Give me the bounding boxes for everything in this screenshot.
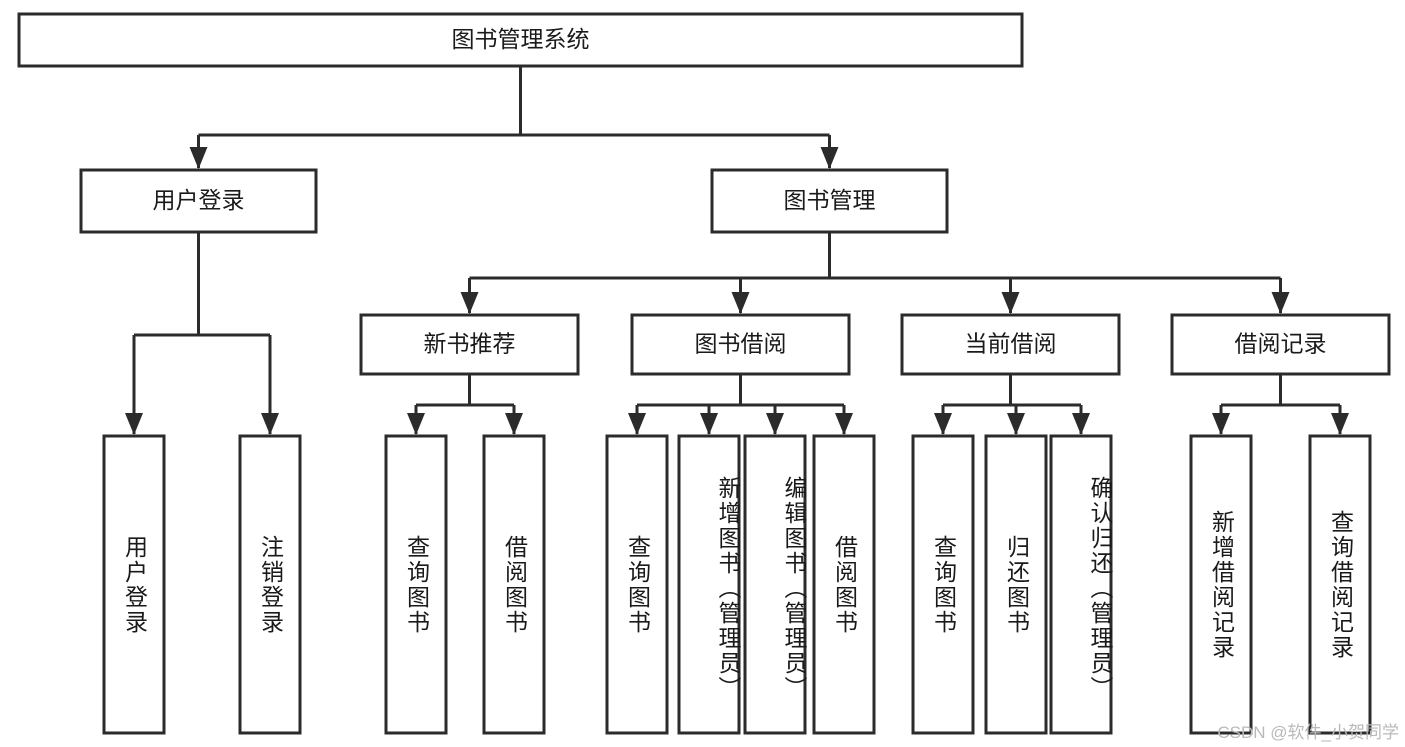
node-box-leaf-7[interactable]	[812, 434, 876, 735]
node-box-level3-0[interactable]	[359, 313, 580, 376]
arrow-head	[1271, 292, 1290, 314]
node-box-leaf-12[interactable]	[1308, 434, 1372, 735]
node-box-root[interactable]	[17, 12, 1024, 68]
node-box-leaf-11[interactable]	[1189, 434, 1253, 735]
arrow-head	[125, 413, 143, 435]
node-label-level3-1: 图书借阅	[695, 331, 787, 357]
node-label-level3-3: 借阅记录	[1235, 331, 1327, 357]
arrow-head	[505, 413, 523, 435]
arrow-head	[261, 413, 279, 435]
node-box-level3-3[interactable]	[1170, 313, 1391, 376]
node-box-leaf-8[interactable]	[911, 434, 975, 735]
node-box-leaf-6[interactable]	[743, 434, 807, 735]
arrow-head	[1007, 413, 1025, 435]
node-box-level2-1[interactable]	[710, 168, 949, 234]
node-box-level2-0[interactable]	[79, 168, 318, 234]
arrow-head	[934, 413, 952, 435]
arrow-head	[820, 147, 839, 169]
node-label-level2-1: 图书管理	[784, 187, 876, 213]
node-label-level3-0: 新书推荐	[424, 331, 516, 357]
node-box-level3-1[interactable]	[630, 313, 851, 376]
arrow-head	[407, 413, 425, 435]
arrow-head	[1072, 413, 1090, 435]
arrow-head	[766, 413, 784, 435]
node-box-leaf-9[interactable]	[984, 434, 1048, 735]
arrow-head	[189, 147, 208, 169]
node-box-level3-2[interactable]	[900, 313, 1121, 376]
node-box-leaf-3[interactable]	[482, 434, 546, 735]
node-box-leaf-10[interactable]	[1049, 434, 1113, 735]
node-box-leaf-5[interactable]	[677, 434, 741, 735]
node-box-layer	[17, 12, 1391, 735]
node-box-leaf-0[interactable]	[102, 434, 166, 735]
arrow-head	[1331, 413, 1349, 435]
node-label-level2-0: 用户登录	[153, 187, 245, 213]
node-box-leaf-1[interactable]	[238, 434, 302, 735]
node-box-leaf-4[interactable]	[605, 434, 669, 735]
arrow-head	[700, 413, 718, 435]
arrow-head	[460, 292, 479, 314]
node-label-level3-2: 当前借阅	[965, 331, 1057, 357]
arrow-head	[1001, 292, 1020, 314]
node-label-root: 图书管理系统	[452, 26, 590, 52]
watermark-text: CSDN @软件_小贺同学	[1217, 723, 1399, 742]
arrow-head	[731, 292, 750, 314]
arrow-head	[628, 413, 646, 435]
arrow-head	[1212, 413, 1230, 435]
arrow-head	[835, 413, 853, 435]
node-box-leaf-2[interactable]	[384, 434, 448, 735]
connector-layer	[125, 66, 1349, 435]
